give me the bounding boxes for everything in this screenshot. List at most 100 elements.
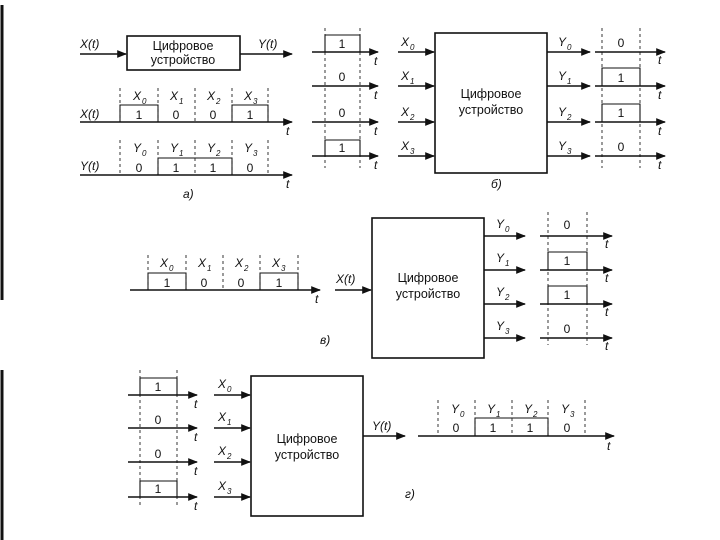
panel-b-x0-label: X bbox=[400, 35, 410, 49]
panel-b-x1-label: X bbox=[400, 69, 410, 83]
panel-v-x-bit-0: 1 bbox=[164, 276, 171, 290]
panel-v-out-t-1: t bbox=[605, 271, 609, 285]
panel-v-y0-label: Y bbox=[496, 217, 505, 231]
panel-g-y-bit-0: 0 bbox=[453, 421, 460, 435]
panel-a-y2-sub: 2 bbox=[215, 149, 221, 158]
panel-v-device-line1: Цифровое bbox=[398, 271, 459, 285]
panel-a-y1-sub: 1 bbox=[179, 149, 183, 158]
panel-v-x-t: t bbox=[315, 292, 319, 306]
panel-b-y3-sub: 3 bbox=[567, 147, 572, 156]
panel-g-y1-label: Y bbox=[487, 402, 496, 416]
panel-b-out-t-2: t bbox=[658, 124, 662, 138]
panel-b-in-bit-2: 0 bbox=[339, 106, 346, 120]
panel-b-x0-sub: 0 bbox=[410, 43, 415, 52]
panel-g-x0-label: X bbox=[217, 377, 227, 391]
panel-v-x3-label: X bbox=[271, 256, 281, 270]
panel-v-x1-label: X bbox=[197, 256, 207, 270]
panel-v-y0-sub: 0 bbox=[505, 225, 510, 234]
panel-b-device-block bbox=[434, 32, 548, 174]
panel-v-x1-sub: 1 bbox=[207, 264, 211, 273]
panel-v-x2-label: X bbox=[234, 256, 244, 270]
panel-g-y1-sub: 1 bbox=[496, 410, 500, 419]
panel-a-y-axis-label: Y(t) bbox=[80, 159, 99, 173]
panel-v-out-t-0: t bbox=[605, 237, 609, 251]
panel-b-y1-sub: 1 bbox=[567, 77, 571, 86]
panel-g-in-pulse-0 bbox=[139, 377, 178, 395]
panel-g-device-line1: Цифровое bbox=[277, 432, 338, 446]
panel-a-y2-label: Y bbox=[207, 141, 216, 155]
panel-g-x3-label: X bbox=[217, 479, 227, 493]
panel-v-device-line2: устройство bbox=[396, 287, 460, 301]
panel-v-x3-sub: 3 bbox=[281, 264, 286, 273]
panel-b-in-bit-3: 1 bbox=[339, 141, 346, 155]
panel-a-output-label: Y(t) bbox=[258, 37, 277, 51]
panel-b-x3-label: X bbox=[400, 139, 410, 153]
panel-b-out-bit-0: 0 bbox=[618, 36, 625, 50]
panel-v-x-bit-1: 0 bbox=[201, 276, 208, 290]
panel-a-x0-sub: 0 bbox=[142, 97, 147, 106]
panel-b-x1-sub: 1 bbox=[410, 77, 414, 86]
panel-b-in-t-3: t bbox=[374, 158, 378, 172]
panel-g-y-pulse-12 bbox=[474, 417, 549, 436]
panel-b-y2-label: Y bbox=[558, 105, 567, 119]
panel-a-y3-label: Y bbox=[244, 141, 253, 155]
panel-g-in-bit-2: 0 bbox=[155, 447, 162, 461]
panel-v-x2-sub: 2 bbox=[243, 264, 249, 273]
panel-g-device-line2: устройство bbox=[275, 448, 339, 462]
panel-g-x0-sub: 0 bbox=[227, 385, 232, 394]
panel-a-y0-label: Y bbox=[133, 141, 142, 155]
panel-a-x-axis-label: X(t) bbox=[79, 107, 99, 121]
panel-g-y3-sub: 3 bbox=[570, 410, 575, 419]
panel-v-y1-sub: 1 bbox=[505, 259, 509, 268]
panel-v-y1-label: Y bbox=[496, 251, 505, 265]
panel-b-y3-label: Y bbox=[558, 139, 567, 153]
panel-b-in-t-0: t bbox=[374, 54, 378, 68]
panel-g-output-label: Y(t) bbox=[372, 419, 391, 433]
panel-a-x3-sub: 3 bbox=[253, 97, 258, 106]
panel-b-out-bit-2: 1 bbox=[618, 106, 625, 120]
panel-g-y-bit-1: 1 bbox=[490, 421, 497, 435]
panel-a-x2-sub: 2 bbox=[215, 97, 221, 106]
panel-a-y-t: t bbox=[286, 177, 290, 191]
panel-v-x-bit-2: 0 bbox=[238, 276, 245, 290]
panel-v-y2-sub: 2 bbox=[504, 293, 510, 302]
panel-g-x2-sub: 2 bbox=[226, 452, 232, 461]
panel-g-y3-label: Y bbox=[561, 402, 570, 416]
panel-b-caption: б) bbox=[491, 177, 502, 191]
panel-g-x3-sub: 3 bbox=[227, 487, 232, 496]
panel-b-in-pulse-0 bbox=[324, 34, 361, 52]
panel-g-x1-sub: 1 bbox=[227, 418, 231, 427]
panel-g-x2-label: X bbox=[217, 444, 227, 458]
panel-g-y2-sub: 2 bbox=[532, 410, 538, 419]
panel-b-out-t-1: t bbox=[658, 88, 662, 102]
panel-a-y-bit-0: 0 bbox=[136, 161, 143, 175]
panel-b-in-bit-1: 0 bbox=[339, 70, 346, 84]
panel-a-y0-sub: 0 bbox=[142, 149, 147, 158]
panel-a-y3-sub: 3 bbox=[253, 149, 258, 158]
panel-b-y1-label: Y bbox=[558, 69, 567, 83]
panel-a-device-block bbox=[126, 35, 241, 71]
panel-g-in-t-2: t bbox=[194, 464, 198, 478]
panel-v-out-bit-3: 0 bbox=[564, 322, 571, 336]
panel-v-out-pulse-2 bbox=[547, 285, 588, 304]
panel-b-out-pulse-2 bbox=[601, 103, 641, 122]
panel-v-y3-label: Y bbox=[496, 319, 505, 333]
panel-a-x1-label: X bbox=[169, 89, 179, 103]
panel-b-out-bit-1: 1 bbox=[618, 71, 625, 85]
panel-v-input-label: X(t) bbox=[335, 272, 355, 286]
panel-b-device-line2: устройство bbox=[459, 103, 523, 117]
panel-g-in-bit-1: 0 bbox=[155, 413, 162, 427]
panel-v-x0-label: X bbox=[159, 256, 169, 270]
panel-a-x-bit-2: 0 bbox=[210, 108, 217, 122]
panel-v-y2-label: Y bbox=[496, 285, 505, 299]
panel-v-out-t-3: t bbox=[605, 339, 609, 353]
panel-v-out-bit-1: 1 bbox=[564, 254, 571, 268]
panel-g-in-bit-0: 1 bbox=[155, 380, 162, 394]
panel-a-x0-label: X bbox=[132, 89, 142, 103]
panel-b-x2-sub: 2 bbox=[409, 113, 415, 122]
panel-b-y0-label: Y bbox=[558, 35, 567, 49]
